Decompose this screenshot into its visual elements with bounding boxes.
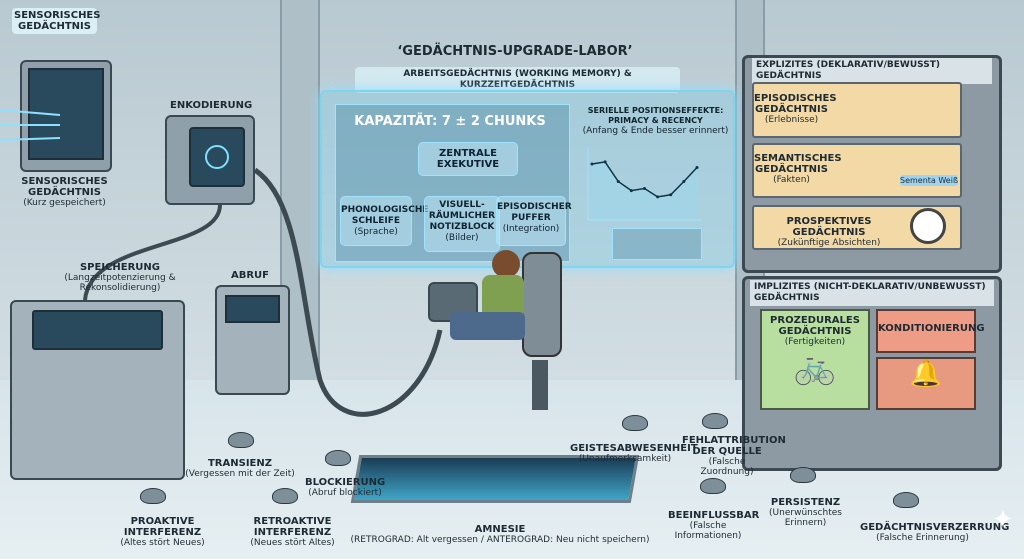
person-legs	[450, 312, 525, 340]
bug-icon	[893, 492, 919, 508]
chart-point	[590, 162, 594, 166]
prospective-label: PROSPEKTIVES GEDÄCHTNIS(Zukünftige Absic…	[777, 216, 881, 248]
sensory-top-label: SENSORISCHES GEDÄCHTNIS	[12, 8, 101, 34]
serial-position-chart	[587, 147, 702, 221]
storage-console	[10, 300, 185, 480]
page-title: ‘GEDÄCHTNIS-UPGRADE-LABOR’	[397, 44, 633, 59]
chair-base	[532, 360, 548, 410]
capacity-label: KAPAZITÄT: 7 ± 2 CHUNKS	[354, 114, 546, 129]
chart-point	[656, 195, 660, 199]
storage-label: SPEICHERUNG(Langzeitpotenzierung & Rekon…	[64, 262, 176, 293]
episodic-shelf: EPISODISCHES GEDÄCHTNIS(Erlebnisse)	[752, 82, 962, 138]
explicit-header: EXPLIZITES (Deklarativ/Bewusst) GEDÄCHTN…	[752, 58, 992, 84]
episodic-label: EPISODISCHES GEDÄCHTNIS(Erlebnisse)	[754, 93, 837, 125]
bug-label-verzerrung: GEDÄCHTNISVERZERRUNG(Falsche Erinnerung)	[860, 522, 1010, 543]
bug-icon	[790, 467, 816, 483]
bug-icon	[228, 432, 254, 448]
phonological-loop-box: PHONOLOGISCHE SCHLEIFE(Sprache)	[340, 196, 429, 246]
procedural-label: PROZEDURALES GEDÄCHTNIS(Fertigkeiten)	[770, 315, 860, 347]
amnesia-label: AMNESIE(RETROGRAD: Alt vergessen / ANTER…	[350, 524, 650, 545]
episodic-buffer-box: EPISODISCHER PUFFER(Integration)	[496, 196, 572, 246]
bug-label-geistesabwesenheit: GEISTESABWESENHEIT(Unaufmerksamkeit)	[570, 443, 698, 464]
retrieval-label: ABRUF	[230, 270, 269, 281]
encoding-device	[165, 115, 255, 205]
person-head	[492, 250, 520, 278]
page-subtitle: ARBEITSGEDÄCHTNIS (Working Memory) & KUR…	[355, 67, 680, 93]
clock-icon	[910, 208, 946, 244]
bug-icon	[140, 488, 166, 504]
bug-label-retroaktive: RETROAKTIVE INTERFERENZ(Neues stört Alte…	[250, 516, 335, 548]
semantic-label: SEMANTISCHES GEDÄCHTNIS(Fakten)	[754, 153, 842, 185]
bug-icon	[622, 415, 648, 431]
procedural-panel: PROZEDURALES GEDÄCHTNIS(Fertigkeiten)🚲	[760, 309, 870, 410]
serial-position-label: SERIELLE POSITIONSEFFEKTE: PRIMACY & REC…	[582, 106, 729, 136]
chart-point	[669, 193, 673, 197]
bug-icon	[272, 488, 298, 504]
chart-area	[592, 161, 697, 220]
chart-point	[682, 180, 686, 183]
chart-point	[643, 187, 646, 190]
bug-label-fehlattribution: FEHLATTRIBUTION DER QUELLE(Falsche Zuord…	[682, 435, 786, 477]
bug-label-proaktive: PROAKTIVE INTERFERENZ(Altes stört Neues)	[120, 516, 205, 548]
semantic-shelf: SEMANTISCHES GEDÄCHTNIS(Fakten)	[752, 143, 962, 198]
central-executive-box: ZENTRALE EXEKUTIVE	[418, 142, 518, 176]
conditioning-label: KONDITIONIERUNG	[876, 309, 985, 353]
portrait-caption: Sementa Weiß	[900, 175, 958, 186]
chart-point	[616, 180, 620, 183]
bug-icon	[325, 450, 351, 466]
bug-label-beeinflussbar: BEEINFLUSSBAR(Falsche Informationen)	[668, 510, 760, 541]
bug-icon	[702, 413, 728, 429]
chart-point	[603, 160, 607, 164]
sensory-label: SENSORISCHES GEDÄCHTNIS(Kurz gespeichert…	[21, 176, 108, 208]
bug-label-blockierung: BLOCKIERUNG(Abruf blockiert)	[305, 477, 386, 498]
implicit-header: IMPLIZITES (Nicht-deklarativ/Unbewusst) …	[750, 280, 994, 306]
bug-label-transienz: TRANSIENZ(Vergessen mit der Zeit)	[185, 458, 295, 479]
bug-label-persistenz: PERSISTENZ(Unerwünschtes Erinnern)	[769, 497, 842, 528]
chart-point	[629, 189, 633, 193]
mini-chart	[612, 228, 702, 260]
encoding-label: ENKODIERUNG	[170, 100, 253, 111]
bicycle-icon: 🚲	[793, 347, 837, 387]
chair-back	[522, 252, 562, 357]
visuospatial-sketchpad-box: VISUELL-RÄUMLICHER NOTIZBLOCK(Bilder)	[424, 196, 500, 252]
bell-icon: 🔔	[876, 357, 976, 410]
bug-icon	[700, 478, 726, 494]
chart-point	[695, 166, 699, 169]
retrieval-machine	[215, 285, 290, 395]
sparkle-icon: ✦	[992, 505, 1014, 535]
